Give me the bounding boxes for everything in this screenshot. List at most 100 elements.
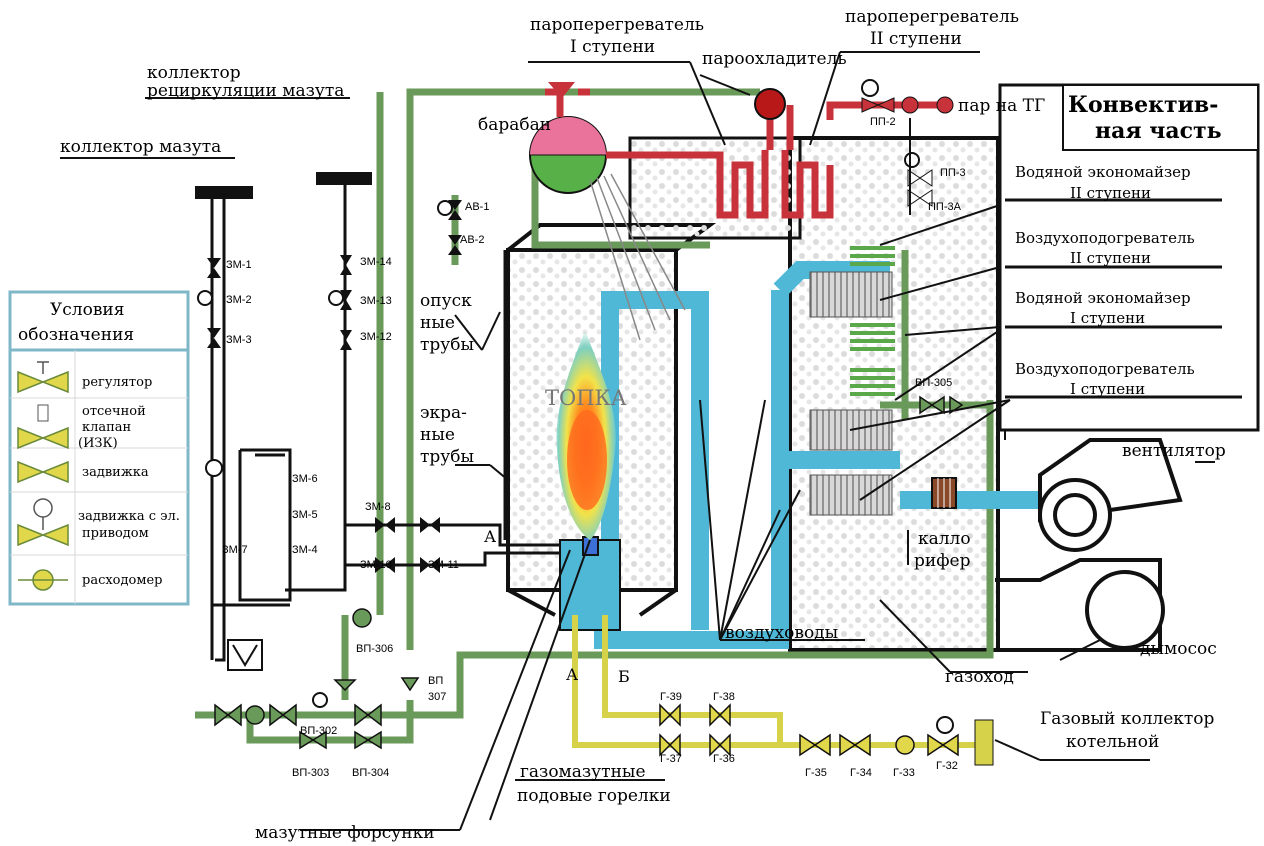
legend-cutoff-3: (ИЗК) bbox=[78, 436, 118, 451]
label-gas-duct: газоход bbox=[945, 667, 1014, 687]
legend-regulator: регулятор bbox=[82, 375, 152, 390]
label-eco1-2: I ступени bbox=[1070, 309, 1145, 327]
label-eco1-1: Водяной экономайзер bbox=[1015, 289, 1191, 307]
svg-text:ПП-2: ПП-2 bbox=[870, 116, 896, 128]
svg-text:Г-37: Г-37 bbox=[660, 753, 682, 765]
label-sh2-1: пароперегреватель bbox=[845, 7, 1019, 27]
svg-text:307: 307 bbox=[428, 691, 446, 703]
svg-text:ЗМ-10: ЗМ-10 bbox=[360, 559, 392, 571]
svg-text:ЗМ-4: ЗМ-4 bbox=[292, 544, 318, 556]
svg-text:Г-38: Г-38 bbox=[713, 691, 735, 703]
svg-text:ПП-3А: ПП-3А bbox=[928, 201, 962, 213]
label-downcomer-3: трубы bbox=[420, 335, 474, 355]
svg-text:Г-39: Г-39 bbox=[660, 691, 682, 703]
label-downcomer-1: опуск bbox=[420, 291, 472, 311]
steam-outlet-icon bbox=[548, 82, 575, 98]
point-b: Б bbox=[618, 667, 630, 686]
valve-icons bbox=[207, 200, 462, 573]
label-air-ducts: воздуховоды bbox=[725, 623, 838, 643]
svg-text:ВП-302: ВП-302 bbox=[300, 725, 337, 737]
drum bbox=[529, 116, 607, 194]
mazut-flowmeter-icon bbox=[205, 459, 223, 477]
label-gas-collector-2: котельной bbox=[1066, 732, 1159, 752]
drum-connection-tubes bbox=[589, 173, 686, 341]
svg-text:ВП-306: ВП-306 bbox=[356, 643, 393, 655]
calorifer-icon bbox=[931, 477, 957, 509]
label-air2-2: II ступени bbox=[1070, 249, 1151, 267]
svg-text:ЗМ-7: ЗМ-7 bbox=[222, 544, 248, 556]
svg-text:ВП-303: ВП-303 bbox=[292, 767, 329, 779]
legend-gate: задвижка bbox=[82, 465, 149, 480]
label-eco2-1: Водяной экономайзер bbox=[1015, 163, 1191, 181]
gas-collector-flange bbox=[974, 719, 994, 766]
label-steam-tg: пар на ТГ bbox=[958, 96, 1045, 116]
label-conv-1: Конвектив- bbox=[1068, 92, 1218, 118]
svg-text:АВ-1: АВ-1 bbox=[465, 201, 489, 213]
svg-text:ЗМ-11: ЗМ-11 bbox=[428, 559, 459, 571]
label-recirc-2: рециркуляции мазута bbox=[147, 81, 344, 101]
label-burners-2: подовые горелки bbox=[517, 786, 671, 806]
label-conv-2: ная часть bbox=[1095, 118, 1222, 144]
convective-panel bbox=[998, 83, 1260, 432]
svg-text:ВП-305: ВП-305 bbox=[915, 377, 952, 389]
label-desuperheater: пароохладитель bbox=[702, 49, 847, 69]
svg-text:ЗМ-1: ЗМ-1 bbox=[226, 259, 252, 271]
flame bbox=[556, 330, 616, 540]
svg-text:ЗМ-6: ЗМ-6 bbox=[292, 473, 318, 485]
svg-text:Г-35: Г-35 bbox=[805, 767, 827, 779]
label-sh1-2: I ступени bbox=[570, 37, 655, 57]
label-fan: вентилятор bbox=[1122, 441, 1226, 461]
label-calorifer-2: рифер bbox=[914, 551, 971, 571]
steam-valve-icons bbox=[861, 96, 954, 215]
label-air2-1: Воздухоподогреватель bbox=[1015, 229, 1195, 247]
legend-title-2: обозначения bbox=[18, 325, 134, 345]
label-recirc-1: коллектор bbox=[147, 63, 241, 83]
valve-codes: ЗМ-1 ЗМ-2 ЗМ-3 ЗМ-4 ЗМ-5 ЗМ-6 ЗМ-7 ЗМ-8 … bbox=[222, 116, 966, 779]
label-air1-1: Воздухоподогреватель bbox=[1015, 360, 1195, 378]
mazut-collector-bar bbox=[195, 186, 253, 199]
label-screen-3: трубы bbox=[420, 447, 474, 467]
legend-cutoff-2: клапан bbox=[82, 420, 131, 435]
recirc-collector-bar bbox=[316, 172, 372, 185]
label-screen-1: экра- bbox=[420, 403, 467, 423]
legend-title-1: Условия bbox=[50, 300, 124, 320]
heat-surfaces bbox=[809, 246, 895, 516]
legend-motor-gate-2: приводом bbox=[82, 526, 149, 541]
label-sh1-1: пароперегреватель bbox=[530, 15, 704, 35]
label-drum: барабан bbox=[478, 115, 551, 135]
legend-flowmeter: расходомер bbox=[82, 573, 162, 588]
labels: коллектор мазута коллектор рециркуляции … bbox=[60, 7, 1226, 843]
label-burners-1: газомазутные bbox=[520, 762, 646, 782]
motor-valve-icons bbox=[197, 79, 954, 734]
legend-text: Условия обозначения регулятор отсечной к… bbox=[18, 300, 180, 588]
water-valve-icons bbox=[214, 395, 964, 750]
point-a-upper: А bbox=[484, 527, 496, 546]
leader-lines bbox=[60, 51, 1215, 831]
svg-text:ЗМ-2: ЗМ-2 bbox=[226, 294, 252, 306]
label-smoke-exhauster: дымосос bbox=[1140, 639, 1217, 659]
gas-valve-icons bbox=[659, 703, 959, 757]
label-eco2-2: II ступени bbox=[1070, 184, 1151, 202]
svg-text:ЗМ-13: ЗМ-13 bbox=[360, 295, 392, 307]
point-a-lower: А bbox=[566, 665, 578, 684]
svg-text:АВ-2: АВ-2 bbox=[460, 234, 484, 246]
label-nozzles: мазутные форсунки bbox=[255, 823, 435, 843]
label-furnace: ТОПКА bbox=[545, 386, 627, 410]
svg-text:ВП: ВП bbox=[428, 675, 443, 687]
label-gas-collector-1: Газовый коллектор bbox=[1040, 709, 1215, 729]
label-downcomer-2: ные bbox=[420, 313, 455, 333]
label-calorifer-1: калло bbox=[918, 529, 971, 549]
svg-text:ЗМ-5: ЗМ-5 bbox=[292, 509, 318, 521]
fan-group bbox=[995, 438, 1183, 652]
legend-motor-gate-1: задвижка с эл. bbox=[78, 509, 180, 524]
label-mazut-collector: коллектор мазута bbox=[60, 137, 221, 157]
svg-text:Г-32: Г-32 bbox=[936, 760, 958, 772]
label-air1-2: I ступени bbox=[1070, 380, 1145, 398]
svg-text:ЗМ-12: ЗМ-12 bbox=[360, 331, 392, 343]
svg-text:ЗМ-3: ЗМ-3 bbox=[226, 334, 252, 346]
svg-text:ЗМ-8: ЗМ-8 bbox=[365, 501, 391, 513]
desuperheater-icon bbox=[754, 88, 786, 120]
legend bbox=[8, 290, 190, 606]
